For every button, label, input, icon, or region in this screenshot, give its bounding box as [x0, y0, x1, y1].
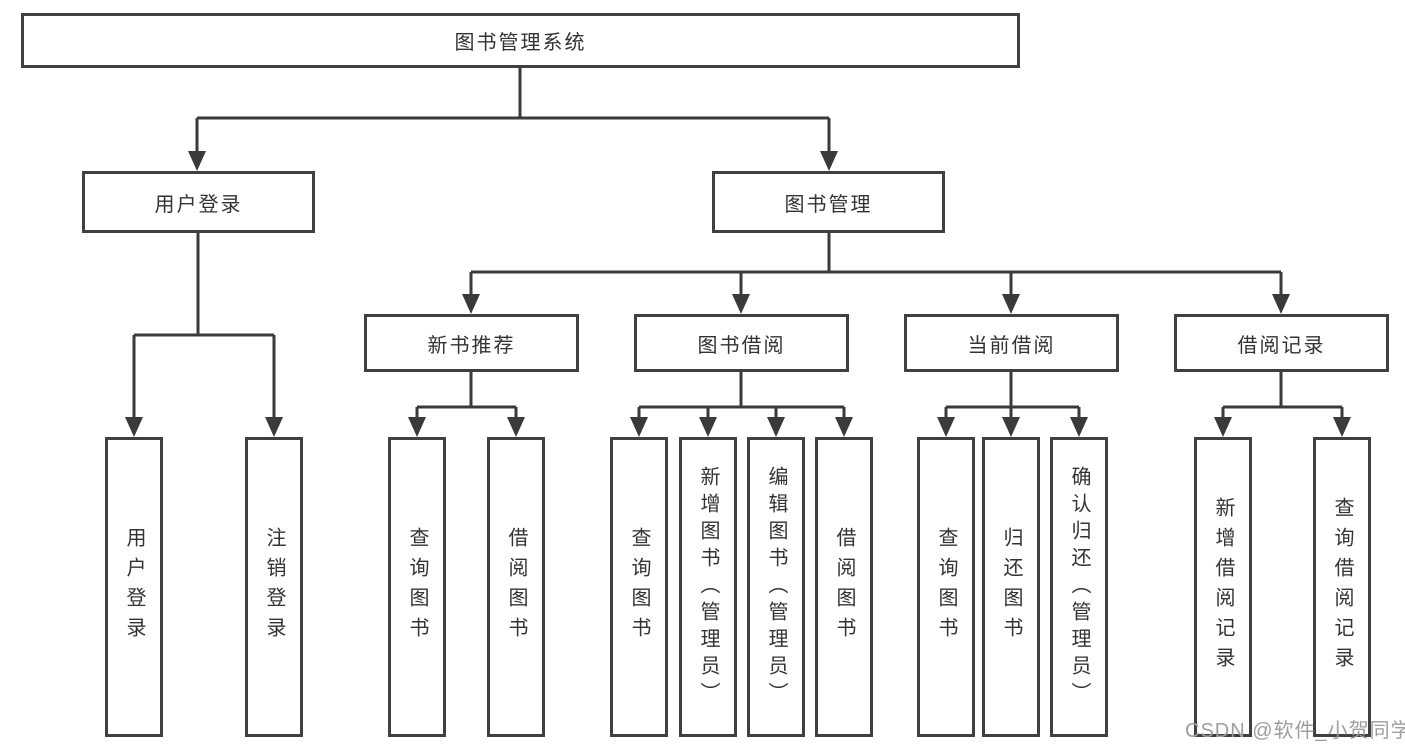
- leaf-current-query-books-label: 查询图书: [935, 527, 957, 647]
- csdn-watermark: CSDN @软件_小贺同学: [1185, 720, 1405, 742]
- node-borrow-records: 借阅记录: [1174, 314, 1389, 372]
- node-book-management-module: 图书管理: [712, 171, 945, 233]
- leaf-recommend-borrow-books: 借阅图书: [487, 437, 545, 737]
- leaf-borrow-query-books-label: 查询图书: [628, 527, 650, 647]
- node-book-management-label: 图书管理: [784, 193, 873, 216]
- leaf-confirm-return-admin: 确认归还（管理员）: [1050, 437, 1108, 737]
- leaf-logout-label: 注销登录: [263, 527, 285, 647]
- leaf-add-borrow-record-label: 新增借阅记录: [1212, 497, 1234, 677]
- leaf-query-borrow-record: 查询借阅记录: [1313, 437, 1371, 737]
- leaf-borrow-books: 借阅图书: [815, 437, 873, 737]
- node-user-login-module: 用户登录: [82, 171, 315, 233]
- leaf-add-books-admin: 新增图书（管理员）: [679, 437, 737, 737]
- node-current-borrow: 当前借阅: [904, 314, 1119, 372]
- node-root-system: 图书管理系统: [21, 13, 1020, 68]
- node-new-book-recommend: 新书推荐: [364, 314, 579, 372]
- node-root-label: 图书管理系统: [454, 32, 587, 54]
- leaf-current-query-books: 查询图书: [917, 437, 975, 737]
- leaf-return-books-label: 归还图书: [1000, 527, 1022, 647]
- leaf-edit-books-admin: 编辑图书（管理员）: [747, 437, 805, 737]
- node-book-borrow-label: 图书借阅: [697, 334, 786, 357]
- leaf-query-borrow-record-label: 查询借阅记录: [1331, 497, 1353, 677]
- leaf-add-borrow-record: 新增借阅记录: [1194, 437, 1252, 737]
- arrowheads: [125, 151, 1351, 437]
- node-current-borrow-label: 当前借阅: [967, 334, 1056, 357]
- leaf-borrow-query-books: 查询图书: [610, 437, 668, 737]
- leaf-add-books-admin-label: 新增图书（管理员）: [697, 465, 719, 709]
- leaf-borrow-books-label: 借阅图书: [833, 527, 855, 647]
- node-borrow-records-label: 借阅记录: [1237, 334, 1326, 357]
- leaf-recommend-borrow-books-label: 借阅图书: [505, 527, 527, 647]
- leaf-user-login: 用户登录: [105, 437, 163, 737]
- leaf-recommend-query-books: 查询图书: [388, 437, 446, 737]
- leaf-return-books: 归还图书: [982, 437, 1040, 737]
- leaf-edit-books-admin-label: 编辑图书（管理员）: [765, 465, 787, 709]
- node-new-book-recommend-label: 新书推荐: [427, 334, 516, 357]
- node-user-login-module-label: 用户登录: [154, 193, 243, 216]
- leaf-confirm-return-admin-label: 确认归还（管理员）: [1068, 465, 1090, 709]
- leaf-logout: 注销登录: [245, 437, 303, 737]
- leaf-recommend-query-books-label: 查询图书: [406, 527, 428, 647]
- node-book-borrow: 图书借阅: [634, 314, 849, 372]
- leaf-user-login-label: 用户登录: [123, 527, 145, 647]
